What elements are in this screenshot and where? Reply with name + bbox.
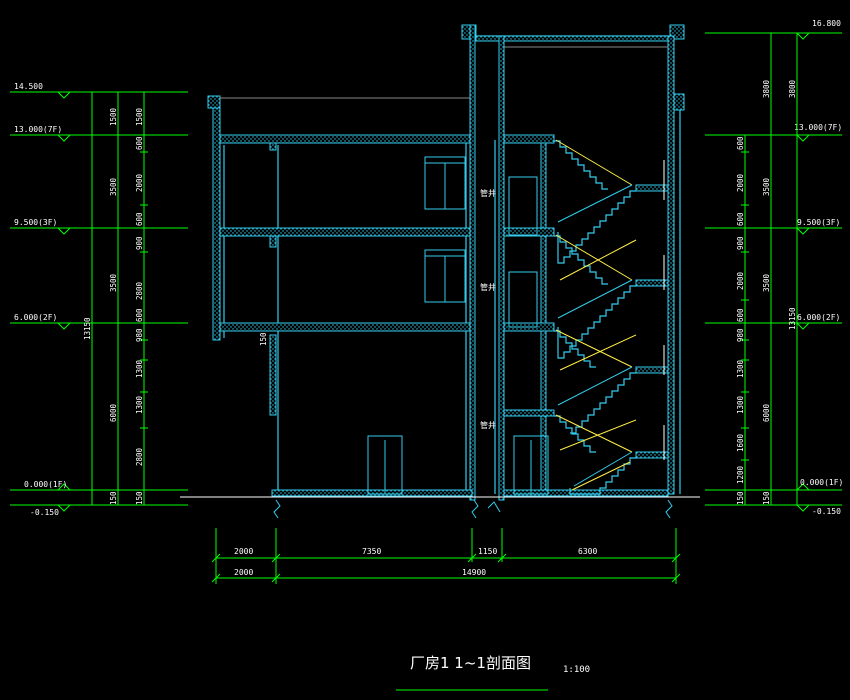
dim-total: 13150 bbox=[788, 307, 797, 330]
dim-text: 600 bbox=[135, 136, 144, 150]
dim-text: 1300 bbox=[736, 359, 745, 378]
dim-text: 1200 bbox=[736, 465, 745, 484]
level-label: 13.000(7F) bbox=[14, 125, 62, 134]
dim-text: 980 bbox=[135, 328, 144, 342]
room-label: 管井 bbox=[480, 188, 496, 198]
level-label: 13.000(7F) bbox=[794, 123, 842, 132]
level-label: 6.000(2F) bbox=[14, 313, 57, 322]
level-label: 0.000(1F) bbox=[24, 480, 67, 489]
dim-text: 1600 bbox=[736, 433, 745, 452]
dim-text: 14900 bbox=[462, 568, 486, 577]
dim-text: 2000 bbox=[234, 547, 253, 556]
dim-text: 150 bbox=[762, 491, 771, 505]
right-dimension-chains: 13150 3800 3800 3500 3500 6000 150 600 2… bbox=[736, 32, 801, 506]
drawing-title: 厂房1 1~1剖面图 bbox=[410, 654, 531, 672]
drawing-scale: 1:100 bbox=[563, 665, 590, 675]
dim-text: 980 bbox=[736, 328, 745, 342]
dim-text: 1500 bbox=[109, 107, 118, 126]
dim-text: 900 bbox=[736, 236, 745, 250]
room-label: 管井 bbox=[480, 282, 496, 292]
dim-text: 2000 bbox=[234, 568, 253, 577]
dim-text: 3500 bbox=[109, 177, 118, 196]
level-label: 6.000(2F) bbox=[797, 313, 840, 322]
building-section: 管井 管井 管井 150 bbox=[180, 24, 700, 519]
dim-text: 3500 bbox=[109, 273, 118, 292]
room-label: 管井 bbox=[480, 420, 496, 430]
level-label: 0.000(1F) bbox=[800, 478, 843, 487]
dim-text: 6300 bbox=[578, 547, 597, 556]
dim-text: 1500 bbox=[135, 107, 144, 126]
dim-text: 600 bbox=[135, 212, 144, 226]
level-label: 16.800 bbox=[812, 19, 841, 28]
dim-total: 13150 bbox=[83, 317, 92, 340]
dim-text: 600 bbox=[736, 136, 745, 150]
dim-text: 6000 bbox=[109, 403, 118, 422]
dim-text: 2800 bbox=[135, 447, 144, 466]
dim-text: 7350 bbox=[362, 547, 381, 556]
left-level-marks: 14.500 13.000(7F) 9.500(3F) 6.000(2F) 0.… bbox=[10, 82, 188, 517]
dim-text: 1150 bbox=[478, 547, 497, 556]
dim-text: 900 bbox=[135, 236, 144, 250]
dim-text: 150 bbox=[736, 491, 745, 505]
dim-text: 2800 bbox=[135, 281, 144, 300]
level-label: 9.500(3F) bbox=[14, 218, 57, 227]
dim-text: 3500 bbox=[762, 177, 771, 196]
dim-text: 2000 bbox=[736, 173, 745, 192]
level-label: -0.150 bbox=[30, 508, 59, 517]
level-label: -0.150 bbox=[812, 507, 841, 516]
dim-text: 600 bbox=[736, 308, 745, 322]
bottom-dimension-chains: 2000 7350 1150 6300 2000 14900 bbox=[211, 528, 681, 584]
left-dimension-chains: 13150 1500 3500 3500 6000 150 1500 600 2… bbox=[83, 91, 148, 506]
dim-text: 150 bbox=[109, 491, 118, 505]
dim-text: 3500 bbox=[762, 273, 771, 292]
dim-text: 2000 bbox=[736, 271, 745, 290]
level-label: 9.500(3F) bbox=[797, 218, 840, 227]
dim-text: 150 bbox=[259, 332, 268, 346]
dim-text: 1300 bbox=[736, 395, 745, 414]
dim-text: 1300 bbox=[135, 395, 144, 414]
dim-text: 150 bbox=[135, 491, 144, 505]
dim-text: 3800 bbox=[762, 79, 771, 98]
right-level-marks: 16.800 13.000(7F) 9.500(3F) 6.000(2F) 0.… bbox=[705, 19, 843, 516]
dim-text: 1300 bbox=[135, 359, 144, 378]
dim-text: 600 bbox=[135, 308, 144, 322]
dim-text: 6000 bbox=[762, 403, 771, 422]
level-label: 14.500 bbox=[14, 82, 43, 91]
dim-text: 600 bbox=[736, 212, 745, 226]
dim-text: 2000 bbox=[135, 173, 144, 192]
dim-text: 3800 bbox=[788, 79, 797, 98]
